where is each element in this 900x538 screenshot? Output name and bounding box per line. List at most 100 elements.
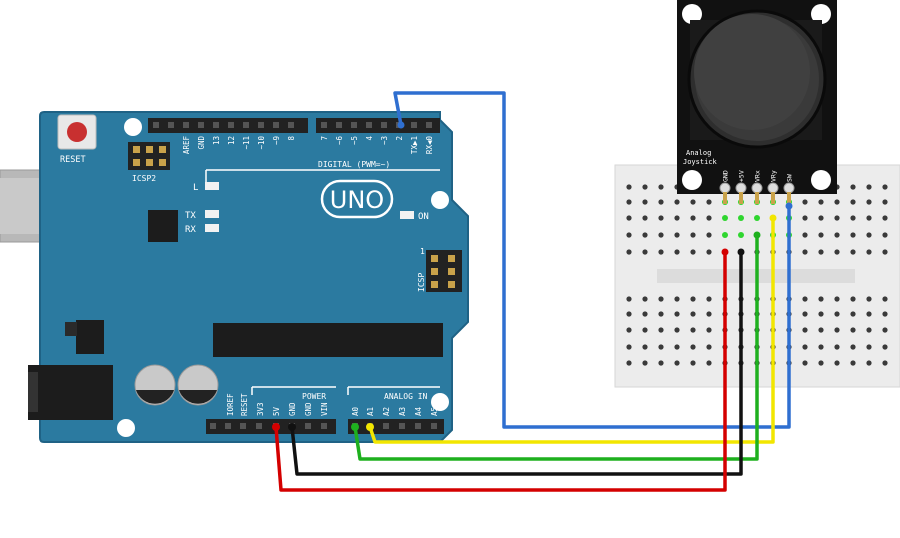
header-pin[interactable]: [273, 122, 279, 128]
joystick-title-line1: Analog: [686, 149, 711, 157]
wire-end: [288, 423, 296, 431]
breadboard-hole: [706, 199, 712, 205]
joystick-pin-lead: [755, 192, 759, 204]
breadboard-hole: [658, 327, 664, 333]
header-pin[interactable]: [228, 122, 234, 128]
header-pin[interactable]: [415, 423, 421, 429]
header-pin[interactable]: [210, 423, 216, 429]
header-pin[interactable]: [240, 423, 246, 429]
wire-5v: [274, 252, 727, 492]
wire-vrx-a0: [353, 235, 759, 461]
header-pin[interactable]: [351, 122, 357, 128]
atmega-chip: [213, 323, 443, 357]
header-pin[interactable]: [399, 423, 405, 429]
breadboard-hole: [706, 344, 712, 350]
breadboard-hole: [818, 311, 824, 317]
header-pin[interactable]: [225, 423, 231, 429]
power-label: POWER: [302, 392, 326, 401]
breadboard-hole: [882, 232, 888, 238]
header-pin[interactable]: [411, 122, 417, 128]
joystick-pin[interactable]: [735, 182, 747, 194]
breadboard-hole-connected: [754, 215, 760, 221]
header-pin[interactable]: [336, 122, 342, 128]
wire-end: [785, 202, 793, 210]
header-pin[interactable]: [256, 423, 262, 429]
breadboard-hole: [706, 360, 712, 366]
breadboard-hole: [866, 344, 872, 350]
digital-pin-label: ~9: [272, 136, 281, 145]
wire-end: [753, 231, 761, 239]
wires: [272, 91, 793, 492]
breadboard-hole: [626, 296, 632, 302]
header-pin[interactable]: [153, 122, 159, 128]
led-tx: [205, 210, 219, 218]
breadboard-hole: [802, 296, 808, 302]
breadboard-hole: [866, 184, 872, 190]
breadboard-hole: [818, 232, 824, 238]
breadboard-hole: [658, 360, 664, 366]
header-pin[interactable]: [183, 122, 189, 128]
header-pin[interactable]: [213, 122, 219, 128]
breadboard-hole: [626, 199, 632, 205]
header-pin[interactable]: [168, 122, 174, 128]
joystick-pin[interactable]: [719, 182, 731, 194]
header-pin[interactable]: [288, 122, 294, 128]
header-pin[interactable]: [198, 122, 204, 128]
icsp-label: ICSP: [417, 273, 426, 292]
breadboard-hole: [706, 215, 712, 221]
svg-text:UNO: UNO: [330, 186, 384, 214]
header-pin[interactable]: [431, 423, 437, 429]
header-pin[interactable]: [381, 122, 387, 128]
breadboard-hole: [642, 360, 648, 366]
header-pin[interactable]: [366, 122, 372, 128]
power-pin-label: IOREF: [226, 393, 235, 416]
wire-end: [351, 423, 359, 431]
breadboard-hole: [850, 296, 856, 302]
digital-pin-label: GND: [197, 136, 206, 150]
joystick-pin-lead: [739, 192, 743, 204]
joystick-pin[interactable]: [783, 182, 795, 194]
breadboard-hole: [706, 327, 712, 333]
header-pin[interactable]: [321, 423, 327, 429]
header-pin[interactable]: [243, 122, 249, 128]
joystick-pin[interactable]: [767, 182, 779, 194]
analog-pin-label: A5: [430, 407, 439, 416]
analog-pin-label: A2: [382, 407, 391, 416]
analog-pin-label: A1: [366, 407, 375, 416]
wire-gnd: [290, 252, 743, 476]
breadboard-hole: [706, 296, 712, 302]
reset-label: RESET: [60, 155, 86, 165]
breadboard-hole: [658, 199, 664, 205]
power-pin-label: 5V: [272, 406, 281, 416]
power-header: [206, 419, 336, 434]
analog-header: [348, 419, 444, 434]
power-pin-label: GND: [304, 402, 313, 416]
breadboard-hole-connected: [722, 232, 728, 238]
breadboard-hole: [866, 199, 872, 205]
breadboard-hole: [802, 360, 808, 366]
header-pin[interactable]: [426, 122, 432, 128]
breadboard-hole: [850, 199, 856, 205]
breadboard-hole: [626, 215, 632, 221]
digital-pin-label: RX◀0: [425, 136, 434, 155]
digital-pin-label: 4: [365, 136, 374, 141]
breadboard-hole: [626, 344, 632, 350]
reset-button[interactable]: [57, 114, 97, 150]
mounting-hole: [124, 118, 142, 136]
breadboard-hole: [882, 360, 888, 366]
header-pin[interactable]: [305, 423, 311, 429]
header-pin[interactable]: [258, 122, 264, 128]
header-pin[interactable]: [383, 423, 389, 429]
joystick-pin[interactable]: [751, 182, 763, 194]
header-pin[interactable]: [321, 122, 327, 128]
digital-pin-label: ~6: [335, 136, 344, 146]
digital-pin-label: 7: [320, 136, 329, 141]
breadboard-hole-connected: [722, 215, 728, 221]
breadboard-hole: [802, 327, 808, 333]
analog-label: ANALOG IN: [384, 392, 428, 401]
breadboard-hole: [834, 296, 840, 302]
breadboard-hole: [834, 327, 840, 333]
breadboard-hole: [834, 232, 840, 238]
digital-pin-label: 12: [227, 136, 236, 145]
